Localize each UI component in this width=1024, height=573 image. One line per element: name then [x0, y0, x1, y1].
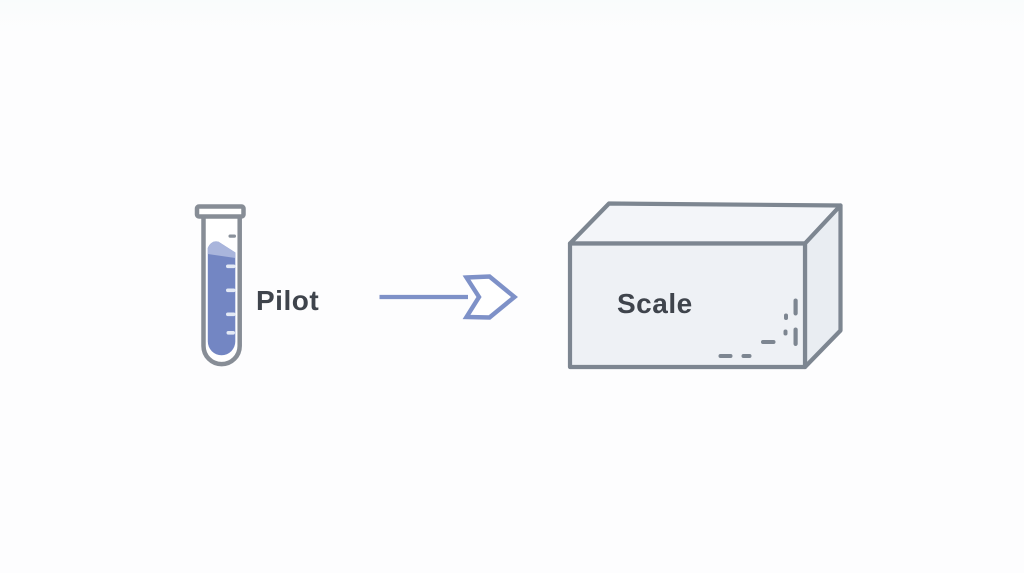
box-dash-mark	[793, 298, 798, 316]
test-tube-rim	[194, 204, 246, 219]
box-dash-mark	[783, 329, 788, 336]
test-tube-icon	[194, 204, 246, 367]
scale-box-icon	[567, 201, 843, 370]
box-dash-mark	[784, 313, 788, 320]
test-tube-liquid	[207, 241, 236, 356]
graduation-tick-upper	[228, 234, 236, 238]
arrow-icon	[379, 274, 518, 320]
graduation-tick	[226, 264, 236, 269]
box-dash-mark	[718, 354, 733, 358]
box-dash-mark	[793, 327, 798, 346]
box-dash-mark	[741, 354, 752, 358]
graduation-tick	[226, 331, 235, 335]
graduation-tick	[226, 312, 236, 317]
test-tube-liquid-surface	[207, 241, 236, 258]
box-front-face	[567, 241, 808, 370]
graduation-tick	[226, 288, 236, 293]
box-dash-mark	[761, 340, 776, 344]
scale-label: Scale	[617, 288, 693, 319]
arrow-head	[462, 274, 518, 320]
pilot-label: Pilot	[256, 285, 320, 316]
box-top-face	[567, 201, 843, 246]
